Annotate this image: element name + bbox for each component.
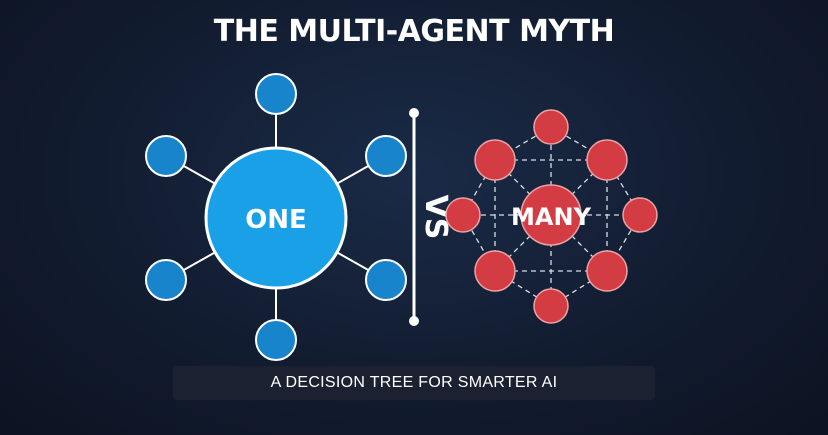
mesh-node-left [445, 197, 481, 233]
caption-text: A DECISION TREE FOR SMARTER AI [270, 374, 558, 391]
multi-agent-mesh-group: MANY [445, 109, 658, 324]
satellite-node-upper-right [365, 135, 407, 177]
satellite-node-top [255, 73, 297, 115]
satellite-node-lower-right [365, 259, 407, 301]
mesh-node-top [533, 109, 569, 145]
mesh-node-upper-right [586, 139, 628, 181]
divider-top-endpoint [409, 108, 419, 118]
hub-node [204, 146, 348, 290]
mesh-node-bottom [533, 288, 569, 324]
divider-bottom-endpoint [409, 316, 419, 326]
hub-label: ONE [245, 205, 307, 235]
satellite-node-lower-left [145, 259, 187, 301]
mesh-node-right [622, 197, 658, 233]
mesh-node-upper-left [474, 139, 516, 181]
page-title: THE MULTI-AGENT MYTH [213, 14, 615, 49]
satellite-node-bottom [255, 319, 297, 361]
caption-banner: A DECISION TREE FOR SMARTER AI [173, 366, 655, 400]
mesh-label: MANY [511, 203, 592, 231]
single-agent-hub-group: ONE [145, 73, 407, 361]
vs-divider: VS [409, 108, 453, 326]
mesh-node-lower-right [586, 250, 628, 292]
satellite-node-upper-left [145, 135, 187, 177]
mesh-node-center [520, 184, 582, 246]
mesh-node-lower-left [474, 250, 516, 292]
